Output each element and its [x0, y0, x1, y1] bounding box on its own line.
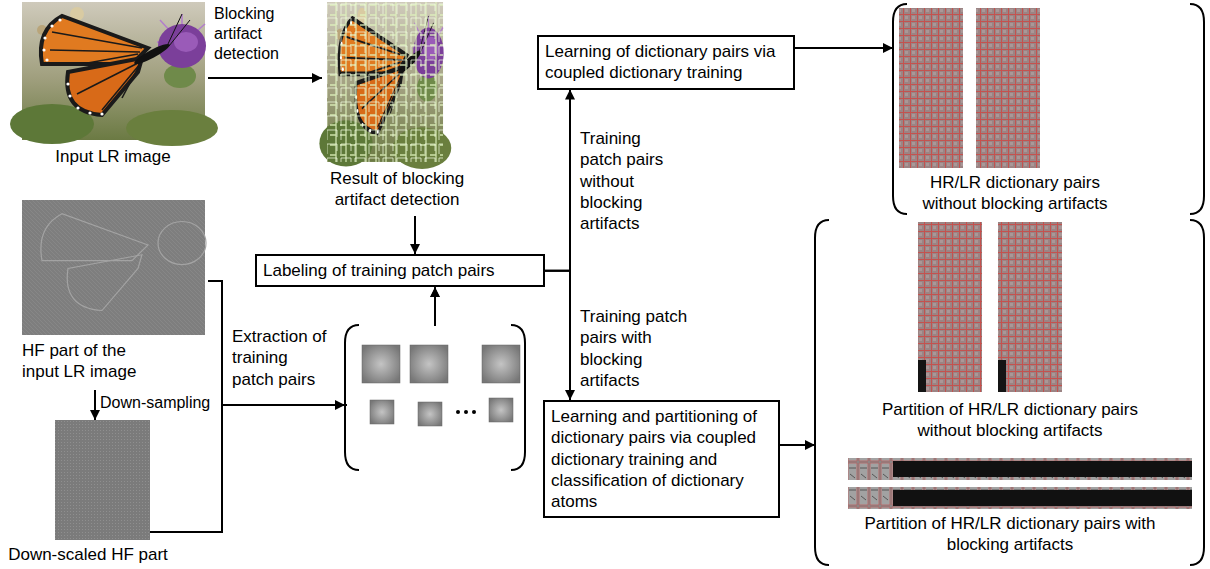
caption: Down-scaled HF part — [2, 544, 174, 565]
image-panel: Result of blocking artifact detection — [322, 2, 472, 216]
edge-label: Training patch pairs with blocking artif… — [580, 306, 700, 391]
process-box: Learning of dictionary pairs via coupled… — [537, 35, 795, 90]
connector-arrow — [795, 47, 893, 49]
dictionary-bracket-top — [893, 4, 1204, 214]
image-panel: Input LR image — [18, 2, 208, 168]
process-box: Labeling of training patch pairs — [255, 254, 545, 287]
image-panel: HF part of the input LR image — [18, 200, 208, 390]
edge-label: Training patch pairs without blocking ar… — [580, 128, 680, 234]
image-panel: Down-scaled HF part — [2, 420, 174, 567]
box-label: Learning and partitioning of dictionary … — [551, 406, 772, 512]
patch-bracket — [335, 325, 525, 470]
input-photo — [10, 2, 218, 146]
connector-arrow — [780, 444, 815, 446]
hf-image — [22, 200, 206, 335]
dictionary-group: Partition of HR/LR dictionary pairs with… — [815, 219, 1205, 566]
connector-arrow — [94, 390, 96, 420]
caption: HR/LR dictionary pairs without blocking … — [905, 172, 1125, 215]
connector-arrow — [208, 77, 322, 79]
box-label: Learning of dictionary pairs via coupled… — [545, 41, 787, 84]
process-box: Learning and partitioning of dictionary … — [543, 400, 780, 518]
detection-result-photo — [319, 2, 451, 169]
dictionary-group: HR/LR dictionary pairs without blocking … — [893, 4, 1205, 216]
caption: Input LR image — [18, 146, 208, 167]
edge-label: Blocking artifact detection — [214, 4, 318, 64]
connector-arrow — [545, 90, 570, 271]
dictionary-bracket-bottom — [815, 220, 1204, 565]
caption: Result of blocking artifact detection — [322, 168, 472, 211]
downscaled-hf-image — [55, 420, 175, 540]
edge-label: Extraction of training patch pairs — [232, 326, 330, 390]
caption: HF part of the input LR image — [22, 340, 157, 383]
edge-label: Down-sampling — [100, 393, 218, 413]
connector-arrow — [414, 216, 416, 254]
box-label: Labeling of training patch pairs — [263, 260, 537, 281]
connector-arrow — [545, 271, 570, 400]
caption: Partition of HR/LR dictionary pairs with… — [855, 399, 1165, 442]
caption: Partition of HR/LR dictionary pairs with… — [855, 513, 1165, 556]
